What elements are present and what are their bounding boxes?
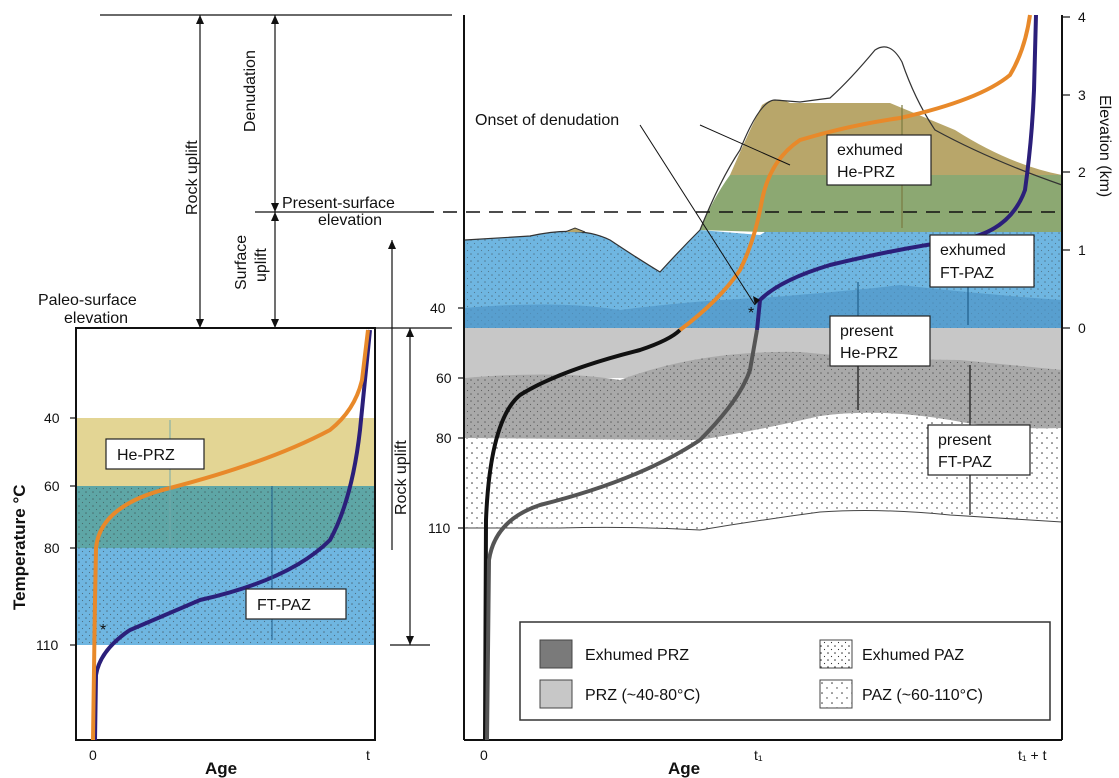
elevation-tick-label: 4 <box>1078 9 1086 25</box>
exhumed-overlap-zone <box>700 175 1062 232</box>
left-x-tick-label: 0 <box>89 747 97 763</box>
right-gray-curve <box>485 329 759 741</box>
present-ft-paz-label-2: FT-PAZ <box>938 454 992 471</box>
legend-box <box>519 621 1051 721</box>
present-he-prz-box <box>829 315 931 367</box>
star-marker: * <box>100 622 106 639</box>
topography-small-hill <box>564 227 586 233</box>
legend-label: PRZ (~40-80°C) <box>585 687 700 704</box>
left-y-tick-label: 60 <box>44 478 60 494</box>
left-ft-paz-label: FT-PAZ <box>257 597 311 614</box>
uplift-annotations <box>100 14 452 646</box>
onset-of-denudation-label: Onset of denudation <box>475 112 619 129</box>
right-x-tick-label: t₁ <box>754 747 763 763</box>
present-ft-paz-zone <box>465 412 1062 530</box>
surface-uplift-label: Surface <box>233 235 250 290</box>
present-ft-paz-label: present <box>938 432 992 449</box>
left-y-tick-label: 110 <box>36 637 59 653</box>
exhumed-ft-paz-box <box>929 234 1035 288</box>
star-marker: * <box>748 305 754 322</box>
right-panel: 40 60 80 110 0 1 2 3 4 Elevation (km) 0 … <box>420 9 1113 778</box>
exhumed-he-prz-box <box>826 134 932 186</box>
right-y-tick-label: 60 <box>436 370 452 386</box>
present-he-prz-label: present <box>840 323 894 340</box>
elevation-tick-label: 1 <box>1078 242 1086 258</box>
exhumed-he-prz-label: exhumed <box>837 142 903 159</box>
elevation-tick-label: 0 <box>1078 320 1086 336</box>
right-x-tick-label: t₁ + t <box>1018 747 1047 763</box>
right-x-tick-label: 0 <box>480 747 488 763</box>
right-left-ticks <box>458 307 464 529</box>
left-he-prz-box <box>105 438 205 470</box>
right-black-curve <box>483 328 682 741</box>
present-surface-label-2: elevation <box>318 212 382 229</box>
exhumed-he-prz-label-2: He-PRZ <box>837 164 895 181</box>
legend-label: PAZ (~60-110°C) <box>862 687 983 704</box>
present-ft-paz-lower-boundary <box>465 510 1063 531</box>
present-he-prz-label-2: He-PRZ <box>840 345 898 362</box>
legend-swatch-prz <box>539 679 573 709</box>
elevation-tick-label: 2 <box>1078 164 1086 180</box>
elevation-ticks <box>1062 16 1070 329</box>
right-y-tick-label: 110 <box>428 520 451 536</box>
legend-swatch-paz <box>819 679 853 709</box>
left-y-ticks <box>70 417 76 646</box>
exhumed-ft-paz-label-2: FT-PAZ <box>940 265 994 282</box>
elevation-tick-label: 3 <box>1078 87 1086 103</box>
left-orange-curve <box>91 329 370 741</box>
present-surface-label: Present-surface <box>282 195 395 212</box>
left-ft-paz-box <box>245 588 347 620</box>
legend-swatch-exhumed-paz <box>819 639 853 669</box>
left-overlap-dots <box>76 486 375 548</box>
surface-uplift-label-2: uplift <box>253 248 270 282</box>
left-y-axis-label: Temperature °C <box>10 484 29 610</box>
right-x-axis-label: Age <box>668 759 700 778</box>
onset-arrowhead-1 <box>753 296 760 305</box>
legend-label: Exhumed PRZ <box>585 647 689 664</box>
legend-label: Exhumed PAZ <box>862 647 964 664</box>
paleo-surface-label: Paleo-surface <box>38 292 137 309</box>
left-y-tick-label: 40 <box>44 410 60 426</box>
legend-swatch-exhumed-prz <box>539 639 573 669</box>
present-ft-paz-box <box>927 424 1031 476</box>
elevation-axis-label: Elevation (km) <box>1096 95 1113 197</box>
uplift-arrowheads <box>196 15 414 645</box>
denudation-label: Denudation <box>242 50 259 132</box>
left-y-tick-label: 80 <box>44 540 60 556</box>
right-y-tick-label: 40 <box>430 300 446 316</box>
left-navy-curve <box>93 329 372 741</box>
left-he-prz-label: He-PRZ <box>117 447 175 464</box>
left-x-axis-label: Age <box>205 759 237 778</box>
onset-arrow-1 <box>639 124 756 306</box>
right-y-tick-label: 80 <box>436 430 452 446</box>
rock-uplift-label: Rock uplift <box>184 140 201 215</box>
exhumed-ft-paz-label: exhumed <box>940 242 1006 259</box>
paleo-surface-label-2: elevation <box>64 310 128 327</box>
onset-arrow-2 <box>699 124 791 166</box>
right-orange-curve <box>678 14 1032 332</box>
present-overlap-dots <box>465 351 1062 440</box>
left-x-tick-label: t <box>366 747 370 763</box>
left-panel: 40 60 80 110 Temperature °C 0 t Age * He… <box>10 327 376 778</box>
rock-uplift-lower-label: Rock uplift <box>393 440 410 515</box>
